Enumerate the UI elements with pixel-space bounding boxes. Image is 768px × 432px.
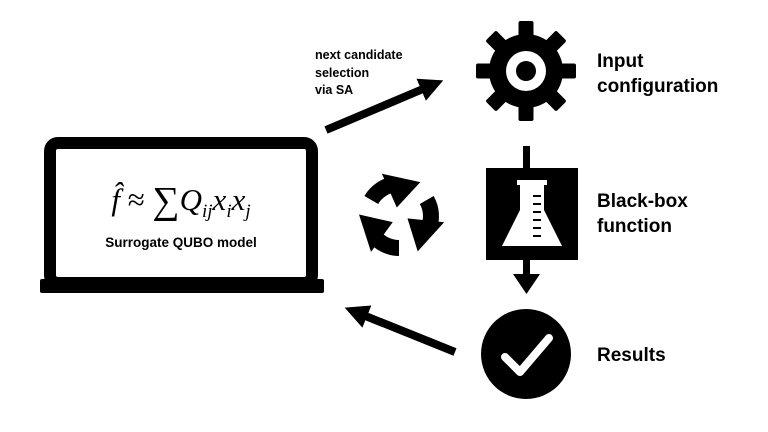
input-configuration-label: Input configuration (597, 49, 718, 99)
formula-x-i: x (212, 182, 227, 217)
input-label-line-1: Input (597, 51, 644, 72)
formula-x-j-sub: j (245, 201, 251, 223)
formula-q: Q (179, 182, 202, 217)
arrow-label-line-3: via SA (315, 83, 354, 97)
arrow-label-line-1: next candidate (315, 48, 403, 62)
flask-icon (486, 168, 578, 260)
arrow-label-line-2: selection (315, 65, 370, 80)
surrogate-formula: f̂ ≈ ∑Qijxixj (62, 180, 300, 232)
formula-approx: ≈ (127, 182, 145, 217)
input-label-line-2: configuration (597, 76, 719, 97)
arrow-to-results (513, 260, 540, 294)
laptop-caption: Surrogate QUBO model (105, 235, 257, 250)
refresh-cycle-icon (358, 173, 445, 256)
checkmark-circle-icon (481, 309, 571, 399)
laptop-icon (40, 137, 324, 293)
blackbox-label-line-1: Black-box (597, 191, 688, 212)
results-label: Results (597, 343, 666, 368)
laptop-base (40, 279, 324, 293)
formula-x-j: x (231, 182, 246, 217)
arrow-to-laptop (344, 305, 457, 356)
results-label-line-1: Results (597, 345, 666, 366)
arrow-to-input (324, 78, 444, 134)
blackbox-label-line-2: function (597, 216, 672, 237)
formula-x-i-sub: i (226, 201, 232, 223)
formula-q-sub: ij (201, 201, 213, 223)
gear-icon (476, 21, 576, 121)
connector-input-to-blackbox (523, 146, 530, 168)
arrow-label: next candidate selection via SA (315, 47, 403, 100)
black-box-function-label: Black-box function (597, 189, 688, 239)
formula-lhs: f̂ (111, 182, 120, 217)
formula-sum: ∑ (152, 180, 180, 222)
